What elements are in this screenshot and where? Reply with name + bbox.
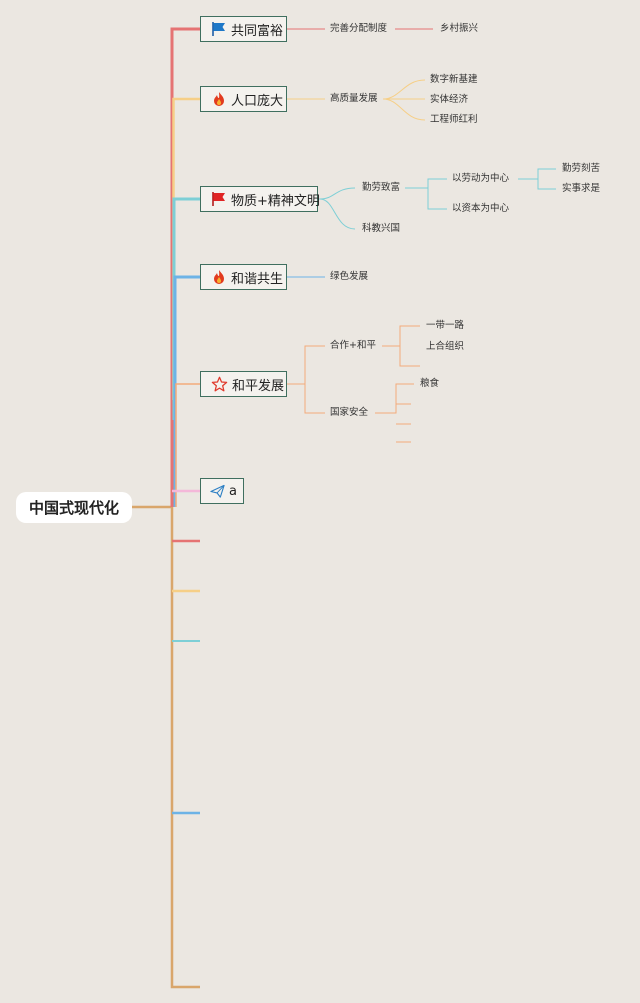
topic-high-quality-development[interactable]: 高质量发展	[330, 93, 378, 104]
topic-science-education[interactable]: 科教兴国	[362, 223, 401, 234]
fire-icon	[211, 91, 227, 108]
root-connector	[132, 505, 200, 989]
topic-engineer-dividend[interactable]: 工程师红利	[430, 114, 478, 125]
branch-label: 和谐共生	[231, 271, 284, 287]
blue-flag-icon	[211, 21, 227, 38]
topic-green-development[interactable]: 绿色发展	[330, 271, 369, 282]
topic-labor-centered[interactable]: 以劳动为中心	[452, 173, 510, 184]
branch-b2-connector	[172, 97, 200, 400]
topic-sco[interactable]: 上合组织	[426, 341, 465, 352]
topic-national-security[interactable]: 国家安全	[330, 407, 369, 418]
topic-real-economy[interactable]: 实体经济	[430, 94, 469, 105]
b5-sub2-connector	[375, 383, 414, 443]
branch-node-peace[interactable]: 和平发展	[200, 371, 287, 397]
branch-label: 物质+精神文明	[231, 193, 320, 209]
root-node[interactable]: 中国式现代化	[16, 492, 132, 523]
branch-label: 共同富裕	[231, 23, 284, 39]
topic-food[interactable]: 粮食	[420, 378, 440, 389]
red-flag-icon	[211, 191, 227, 208]
topic-capital-centered[interactable]: 以资本为中心	[452, 203, 510, 214]
branch-node-material-spiritual[interactable]: 物质+精神文明	[200, 186, 320, 212]
branch-b4-connector	[173, 275, 200, 507]
branch-node-harmony[interactable]: 和谐共生	[200, 264, 287, 290]
branch-b5-connector	[175, 383, 200, 507]
topic-digital-infrastructure[interactable]: 数字新基建	[430, 74, 478, 85]
topic-seek-truth[interactable]: 实事求是	[562, 183, 601, 194]
branch-b3-connector	[172, 197, 200, 420]
star-outline-icon	[211, 376, 228, 393]
paper-plane-icon	[210, 483, 225, 500]
b3-sub-connector	[287, 187, 356, 230]
topic-diligence[interactable]: 勤劳刻苦	[562, 163, 601, 174]
branch-label: 人口庞大	[231, 93, 284, 109]
b2-sub1-connector	[382, 79, 426, 121]
b3-sub1-1-connector	[518, 168, 556, 190]
topic-cooperation-peace[interactable]: 合作+和平	[330, 340, 376, 351]
b5-sub1-connector	[382, 325, 420, 367]
topic-belt-and-road[interactable]: 一带一路	[426, 320, 465, 331]
b5-sub-connector	[287, 345, 325, 414]
branch-b1-connector	[170, 27, 200, 507]
branch-label: 和平发展	[232, 378, 285, 394]
fire-icon	[211, 269, 227, 286]
b3-sub1-connector	[405, 178, 447, 210]
branch-node-large-population[interactable]: 人口庞大	[200, 86, 287, 112]
topic-hardwork-prosperity[interactable]: 勤劳致富	[362, 182, 401, 193]
topic-rural-revitalization[interactable]: 乡村振兴	[440, 23, 479, 34]
branch-label: a	[229, 483, 237, 499]
topic-fair-distribution[interactable]: 完善分配制度	[330, 23, 388, 34]
branch-node-a[interactable]: a	[200, 478, 244, 504]
branch-node-common-prosperity[interactable]: 共同富裕	[200, 16, 287, 42]
